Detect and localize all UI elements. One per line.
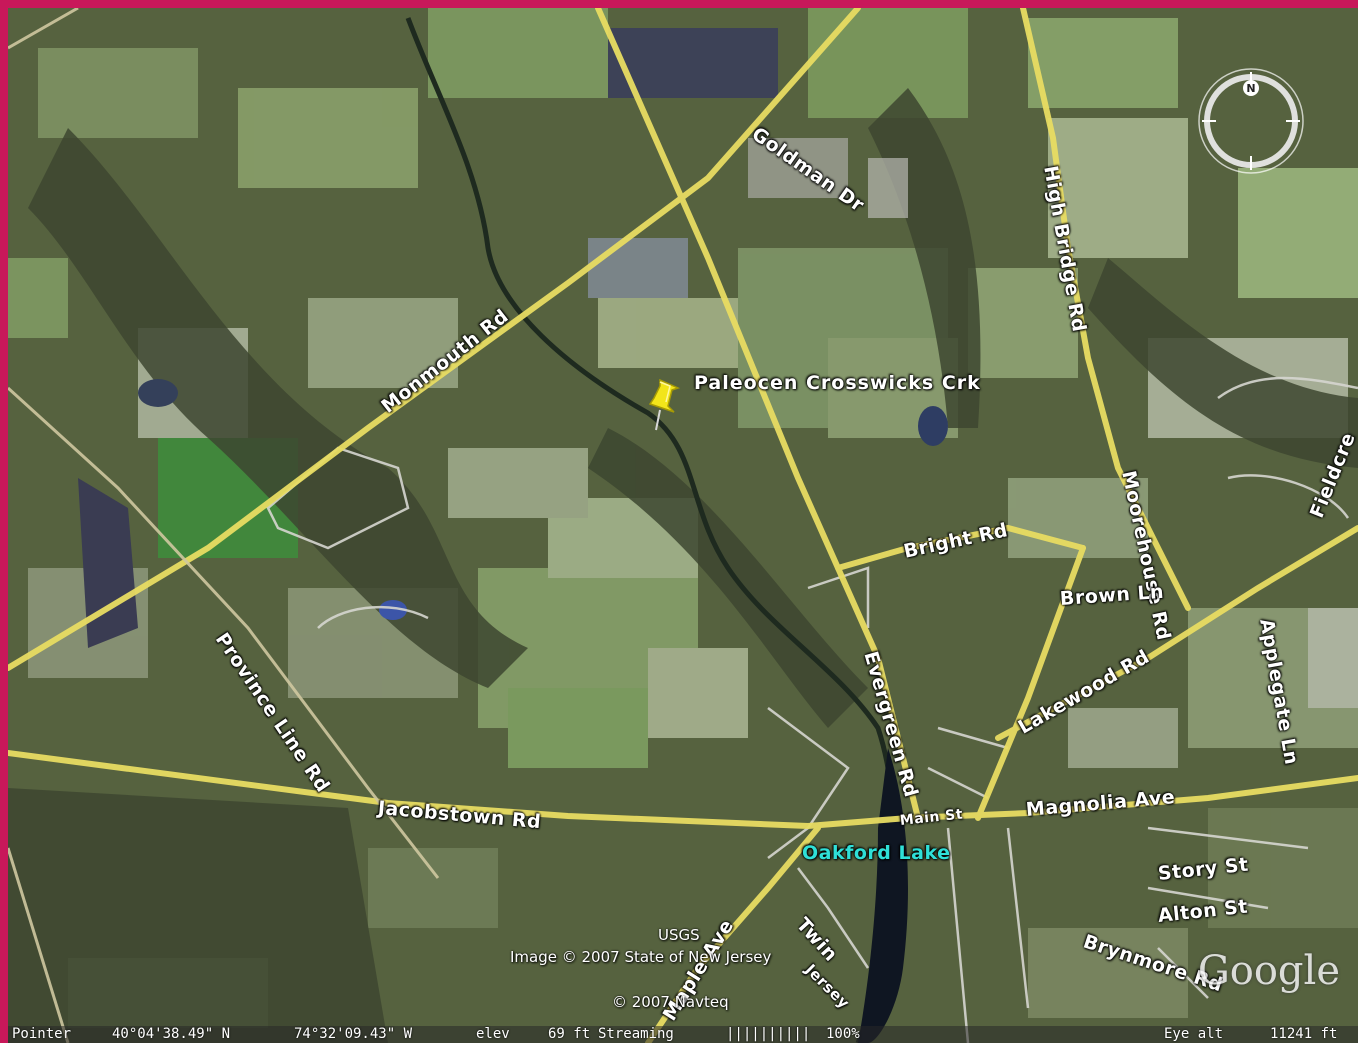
credit-usgs: USGS	[658, 926, 700, 944]
credit-imagery: Image © 2007 State of New Jersey	[510, 948, 772, 966]
eye-alt-value: 11241 ft	[1270, 1026, 1338, 1042]
credit-navteq: © 2007 Navteq	[612, 993, 729, 1011]
elevation-value: 69 ft	[548, 1026, 591, 1042]
map-imagery	[8, 8, 1358, 1043]
placemark-label[interactable]: Paleocen Crosswicks Crk	[694, 372, 981, 394]
streaming-label: Streaming	[598, 1026, 674, 1042]
pointer-label: Pointer	[12, 1026, 72, 1042]
streaming-percent: 100%	[826, 1026, 860, 1042]
place-label-oakford-lake[interactable]: Oakford Lake	[802, 842, 951, 864]
status-bar: Pointer 40°04'38.49" N 74°32'09.43" W el…	[8, 1026, 1358, 1043]
pushpin-icon[interactable]	[644, 376, 684, 432]
satellite-map-view[interactable]: Goldman Dr Monmouth Rd High Bridge Rd Br…	[8, 8, 1358, 1043]
eye-alt-label: Eye alt	[1164, 1026, 1224, 1042]
streaming-progress-bar: ||||||||||	[726, 1026, 811, 1042]
compass-icon[interactable]: N	[1196, 66, 1306, 176]
pointer-latitude: 40°04'38.49" N	[112, 1026, 231, 1042]
elevation-label: elev	[476, 1026, 510, 1042]
compass-north-letter: N	[1246, 82, 1255, 95]
google-logo: Google	[1197, 948, 1340, 994]
pointer-longitude: 74°32'09.43" W	[294, 1026, 413, 1042]
